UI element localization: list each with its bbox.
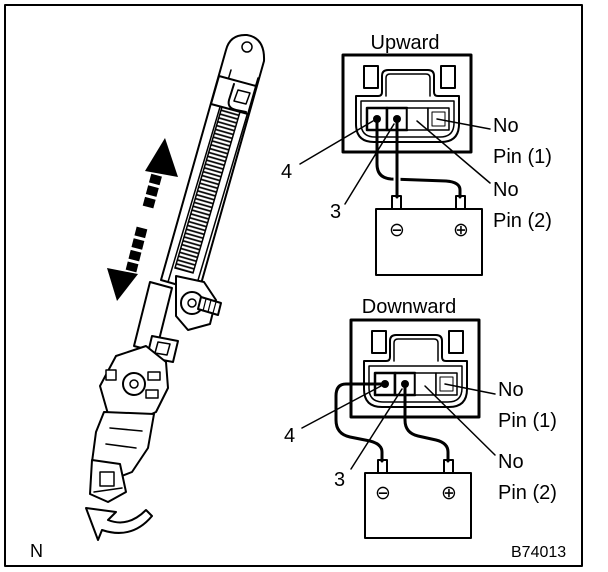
- housing-tab-upper: [147, 371, 161, 381]
- bolt-thread: [202, 298, 217, 314]
- connector-cavity: [360, 100, 455, 138]
- downward-connector: [349, 318, 481, 419]
- pin-3-contact: [393, 115, 401, 123]
- terminal-cell-no-pin-1-inner: [439, 376, 454, 392]
- lead-pin-4-to-positive: [375, 121, 462, 199]
- label-no-pin-2-line1: No: [498, 451, 524, 473]
- label-no-pin-1-line2: Pin (1): [493, 146, 552, 168]
- battery-body: [364, 472, 472, 539]
- pin-3-contact: [401, 380, 409, 388]
- upward-title: Upward: [371, 32, 440, 54]
- terminal-cell-no-pin-2: [414, 372, 437, 396]
- leader-4: [301, 385, 382, 429]
- up-arrow: [142, 138, 178, 209]
- label-no-pin-2-line2: Pin (2): [498, 482, 557, 504]
- connector-housing-inner: [393, 338, 439, 362]
- drive-gear-hub: [129, 379, 139, 389]
- lead-pin-3-to-positive: [403, 386, 450, 463]
- downward-battery: ⊖ ⊕: [364, 459, 472, 539]
- connector-lock-right: [448, 330, 464, 354]
- connector-housing-inner: [385, 73, 431, 97]
- connector-lock-left: [363, 65, 379, 89]
- slider-latch: [227, 83, 247, 113]
- label-terminal-3: 3: [334, 469, 345, 491]
- leader-no-pin-1: [444, 383, 496, 395]
- figure-border: [4, 4, 583, 567]
- leader-no-pin-2: [416, 120, 491, 184]
- anchor-bolt-center: [187, 298, 197, 308]
- seat-belt-height-adjuster: [85, 33, 266, 541]
- down-arrow: [107, 226, 148, 301]
- pin-4-contact: [373, 115, 381, 123]
- lead-pin-4-to-negative: [334, 382, 387, 463]
- terminal-cell-no-pin-1-inner: [431, 111, 446, 127]
- label-no-pin-2-line2: Pin (2): [493, 210, 552, 232]
- motor-connector-latch: [93, 487, 123, 493]
- housing-tab-lower: [145, 389, 159, 399]
- label-no-pin-1-line1: No: [493, 115, 519, 137]
- leader-no-pin-1: [436, 118, 491, 130]
- housing-tab-left: [105, 369, 117, 381]
- connector-lock-left: [371, 330, 387, 354]
- upward-battery: ⊖ ⊕: [375, 195, 483, 276]
- label-no-pin-1-line1: No: [498, 379, 524, 401]
- downward-title: Downward: [362, 296, 456, 318]
- upward-connection: Upward ⊖ ⊕ 4: [281, 32, 552, 276]
- connector-lock-right: [440, 65, 456, 89]
- battery-negative-symbol: ⊖: [375, 482, 391, 504]
- leader-3: [350, 388, 403, 470]
- battery-negative-symbol: ⊖: [389, 219, 405, 241]
- leader-no-pin-2: [424, 385, 496, 456]
- motor-body-rib: [105, 427, 143, 449]
- figure-code: B74013: [511, 544, 566, 561]
- battery-positive-symbol: ⊕: [453, 219, 469, 241]
- leader-3: [344, 123, 395, 205]
- label-no-pin-2-line1: No: [493, 179, 519, 201]
- leader-4: [299, 120, 374, 165]
- label-terminal-3: 3: [330, 201, 341, 223]
- rotation-arrow: [85, 507, 153, 541]
- downward-connection: Downward ⊖ ⊕ 4: [284, 296, 557, 539]
- battery-positive-symbol: ⊕: [441, 482, 457, 504]
- label-terminal-4: 4: [281, 161, 292, 183]
- slider-lock: [233, 89, 251, 105]
- label-terminal-4: 4: [284, 425, 295, 447]
- corner-label: N: [30, 541, 43, 561]
- label-no-pin-1-line2: Pin (1): [498, 410, 557, 432]
- slider-block: [210, 75, 257, 115]
- battery-body: [375, 208, 483, 276]
- connector-cavity: [368, 365, 463, 403]
- motor-connector-socket: [99, 471, 115, 487]
- upward-connector: [341, 53, 473, 154]
- rail-mount-hole: [241, 41, 253, 53]
- mount-bracket-hole: [154, 341, 171, 356]
